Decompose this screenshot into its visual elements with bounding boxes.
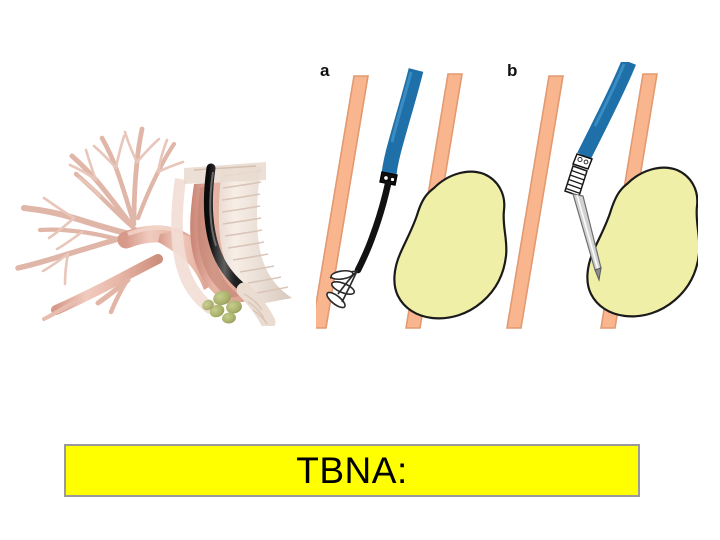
lymph-node-a [393,170,508,320]
bronchoscope-highlight-b [593,63,626,127]
panel-b-label: b [507,61,518,80]
bronchoscope-shaft [203,163,256,299]
bronchoscope-a [381,68,424,175]
title-text: TBNA: [296,450,408,491]
airway-wall-left [316,75,369,329]
bronchoscope-b [577,62,636,160]
trachea-top [184,162,266,184]
lymph-nodes [202,290,242,324]
bronchial-tree-illustration [8,84,296,326]
title-banner: TBNA: [64,444,640,497]
panel-a: a [316,62,511,330]
needle-sheath-b [564,165,588,197]
bronchoscope-highlight [209,171,217,247]
airway-wall-left [506,75,564,329]
lymph-node-b [586,166,698,318]
catheter-a [354,180,392,274]
panel-b: b [503,62,698,330]
bronchoscope-tip-a [379,171,398,186]
forceps-brush-a [326,269,359,309]
trachea-wall [218,166,292,304]
anatomy-artwork [15,126,292,326]
bronchoscope-highlight-a [390,71,413,143]
bronchoscope-tip-b [572,153,593,170]
airway-anterior-wall [171,178,220,314]
panel-a-label: a [320,61,330,80]
peripheral-bronchi [15,126,177,271]
needle-tip-b [594,267,602,282]
peripheral-bronchi-fine [41,130,185,286]
needle-highlight-b [576,194,599,270]
